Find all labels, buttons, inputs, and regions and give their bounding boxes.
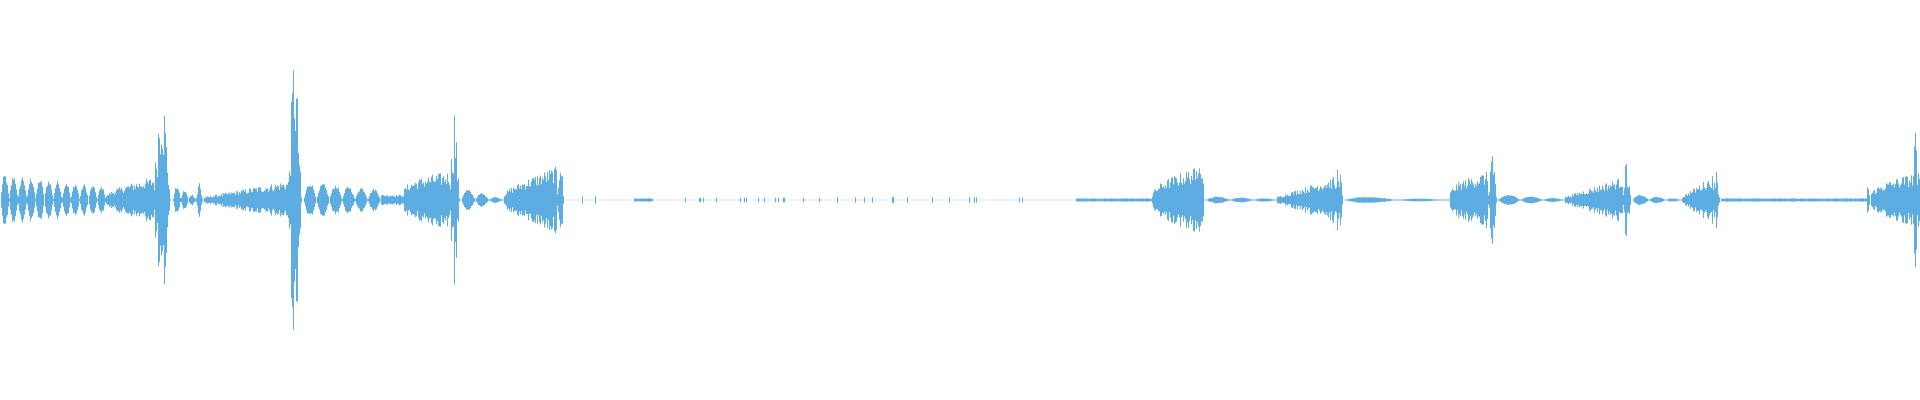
waveform-envelope [1,70,1920,330]
